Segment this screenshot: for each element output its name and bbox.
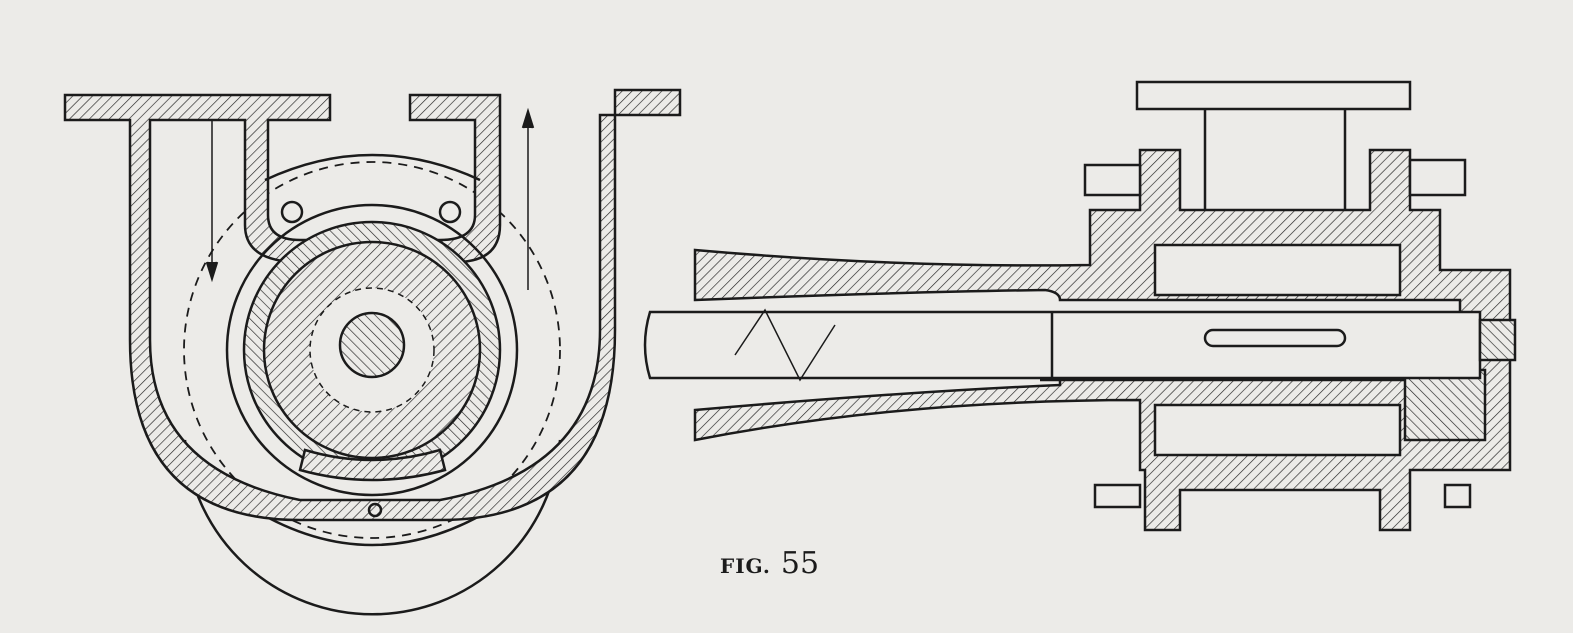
figure-number: 55 [780, 546, 820, 581]
shaft [643, 310, 1482, 380]
figure-label: FIG. [720, 554, 771, 578]
shaft-housing-section [643, 80, 1517, 532]
figure-caption: FIG. 55 [720, 546, 819, 581]
pump-cross-section [63, 88, 682, 616]
casing-left [63, 88, 682, 522]
